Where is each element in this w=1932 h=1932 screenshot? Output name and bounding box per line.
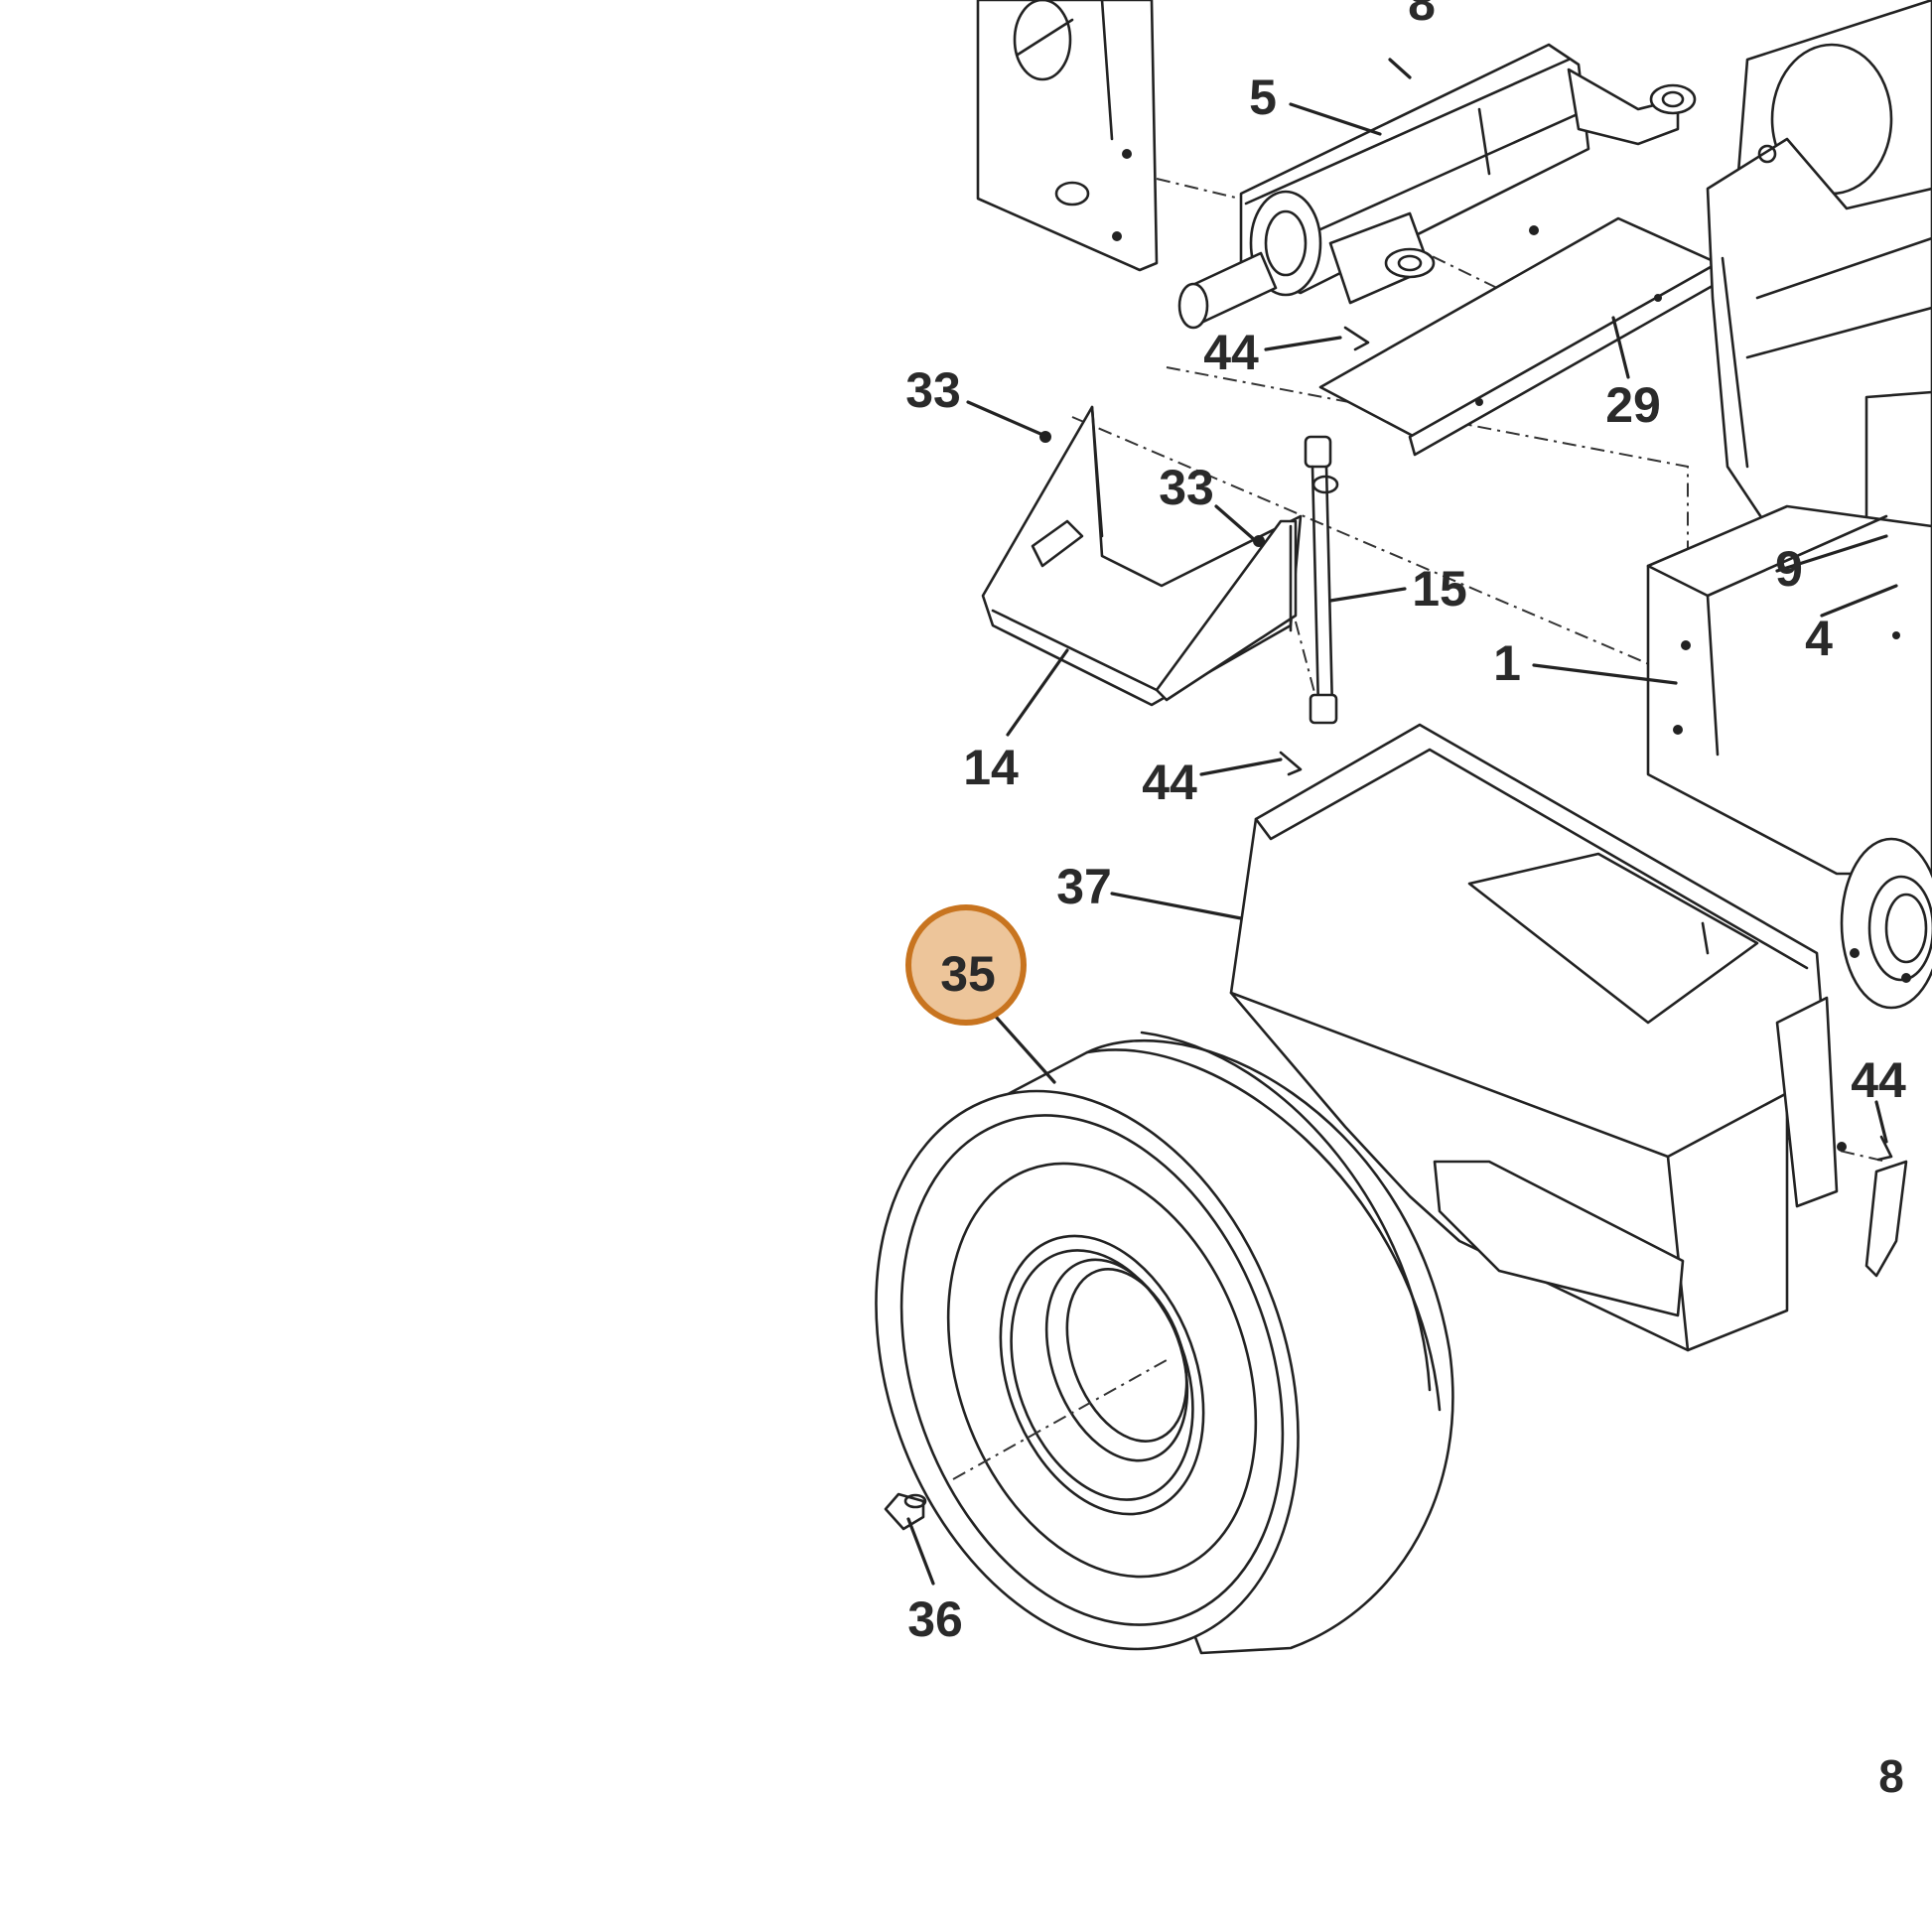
callout-14[interactable]: 14 xyxy=(963,740,1019,795)
callout-33-left[interactable]: 33 xyxy=(905,362,961,418)
fastener-44-mid xyxy=(1279,751,1303,776)
callout-9[interactable]: 9 xyxy=(1775,541,1803,597)
callout-35[interactable]: 35 xyxy=(940,946,996,1002)
callout-8[interactable]: 8 xyxy=(1408,0,1436,31)
callout-5[interactable]: 5 xyxy=(1249,69,1277,125)
callout-1[interactable]: 1 xyxy=(1493,635,1521,691)
fender-part-37 xyxy=(1229,723,1847,1352)
callout-44-mid[interactable]: 44 xyxy=(1142,755,1197,810)
leader-lines xyxy=(906,58,1898,1586)
callout-37[interactable]: 37 xyxy=(1056,859,1112,914)
fastener-44-right xyxy=(1876,1135,1893,1162)
tire-part-35 xyxy=(875,1031,1454,1655)
engine-assembly xyxy=(1706,0,1932,558)
axle-part-5 xyxy=(1177,43,1697,330)
callout-29[interactable]: 29 xyxy=(1605,377,1661,433)
bracket-part-14 xyxy=(981,405,1303,707)
wheel-hub xyxy=(1840,837,1932,1278)
callout-4[interactable]: 4 xyxy=(1805,611,1833,666)
callout-33-right[interactable]: 33 xyxy=(1159,460,1214,515)
page-number: 8 xyxy=(1878,1750,1904,1802)
callout-labels: 8 5 44 29 33 33 15 9 4 1 14 44 37 35 44 … xyxy=(905,0,1906,1647)
callout-36[interactable]: 36 xyxy=(907,1591,963,1647)
callout-44-top[interactable]: 44 xyxy=(1203,325,1259,380)
callout-35-highlight[interactable] xyxy=(905,904,1027,1026)
frame-plate xyxy=(976,0,1159,272)
callout-15[interactable]: 15 xyxy=(1412,561,1467,617)
callout-44-right[interactable]: 44 xyxy=(1851,1052,1906,1108)
rod-part-15 xyxy=(1304,435,1339,725)
fastener-44-top xyxy=(1343,326,1370,351)
valve-part-36 xyxy=(884,1492,927,1531)
